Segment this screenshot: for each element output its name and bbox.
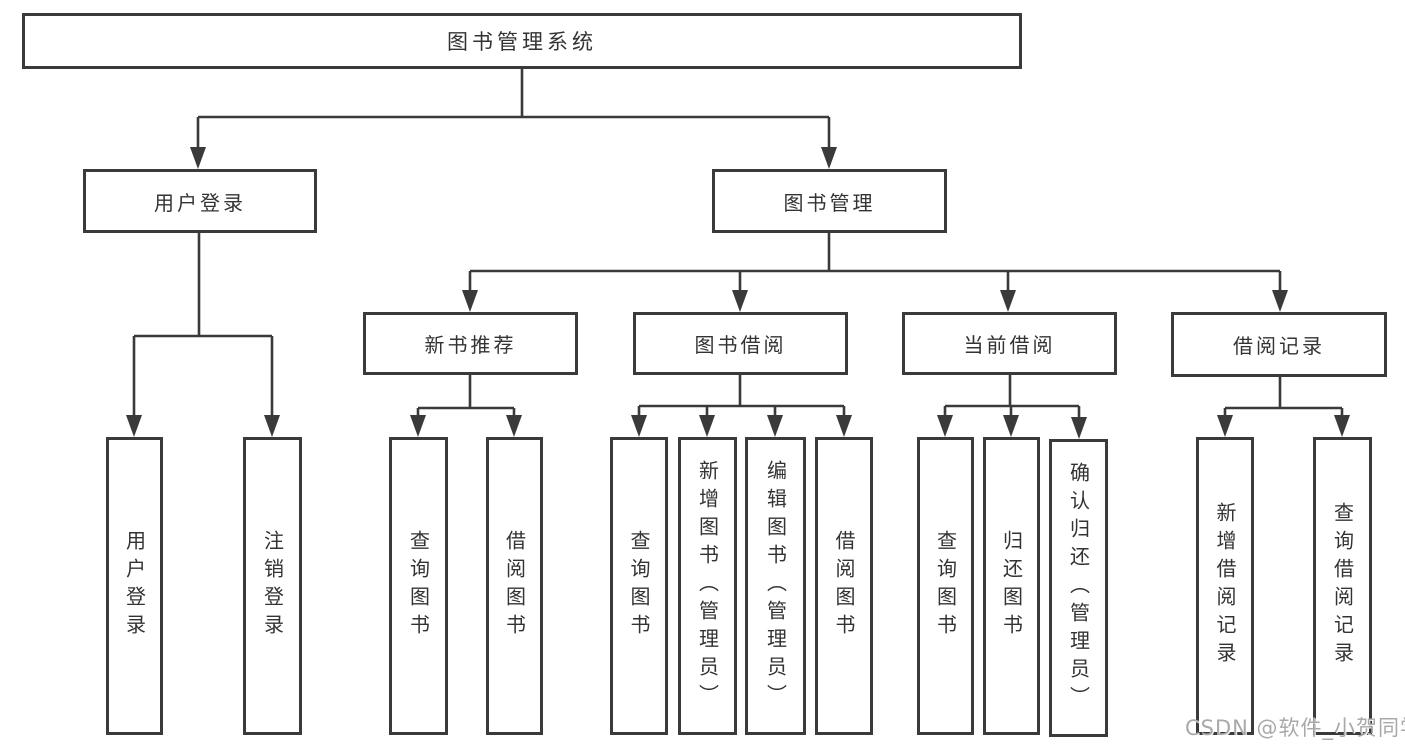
node-root: 图书管理系统: [22, 13, 1022, 69]
connector-root-to-level2: [190, 69, 837, 169]
connector-book-borrowing-children: [631, 375, 852, 437]
leaf-confirm-return-admin: 确认归还（管理员）: [1049, 439, 1108, 737]
leaf-add-book-admin: 新增图书（管理员）: [678, 437, 737, 735]
connector-book-management-children: [462, 233, 1288, 312]
leaf-query-books-current: 查询图书: [917, 437, 974, 735]
leaf-borrow-books-recommend: 借阅图书: [486, 437, 543, 735]
connector-current-borrowing-children: [937, 375, 1087, 439]
connector-user-login-children: [126, 233, 280, 437]
node-new-book-recommend: 新书推荐: [363, 312, 578, 375]
leaf-query-borrow-record: 查询借阅记录: [1313, 437, 1372, 735]
node-borrowing-records: 借阅记录: [1171, 312, 1387, 377]
leaf-borrow-books-borrowing: 借阅图书: [815, 437, 873, 735]
leaf-edit-book-admin: 编辑图书（管理员）: [745, 437, 806, 735]
node-book-management: 图书管理: [712, 169, 947, 233]
leaf-query-books-borrowing: 查询图书: [610, 437, 668, 735]
connector-borrowing-records-children: [1217, 377, 1350, 437]
node-book-borrowing: 图书借阅: [633, 312, 848, 375]
watermark: CSDN @软件_小贺同学: [1185, 716, 1405, 740]
node-current-borrowing: 当前借阅: [902, 312, 1117, 375]
leaf-return-books: 归还图书: [983, 437, 1040, 735]
connector-new-book-recommend-children: [410, 375, 522, 437]
leaf-user-login: 用户登录: [106, 437, 163, 735]
leaf-logout: 注销登录: [243, 437, 302, 735]
leaf-query-books-recommend: 查询图书: [389, 437, 448, 735]
node-user-login: 用户登录: [83, 169, 317, 233]
leaf-add-borrow-record: 新增借阅记录: [1196, 437, 1254, 735]
